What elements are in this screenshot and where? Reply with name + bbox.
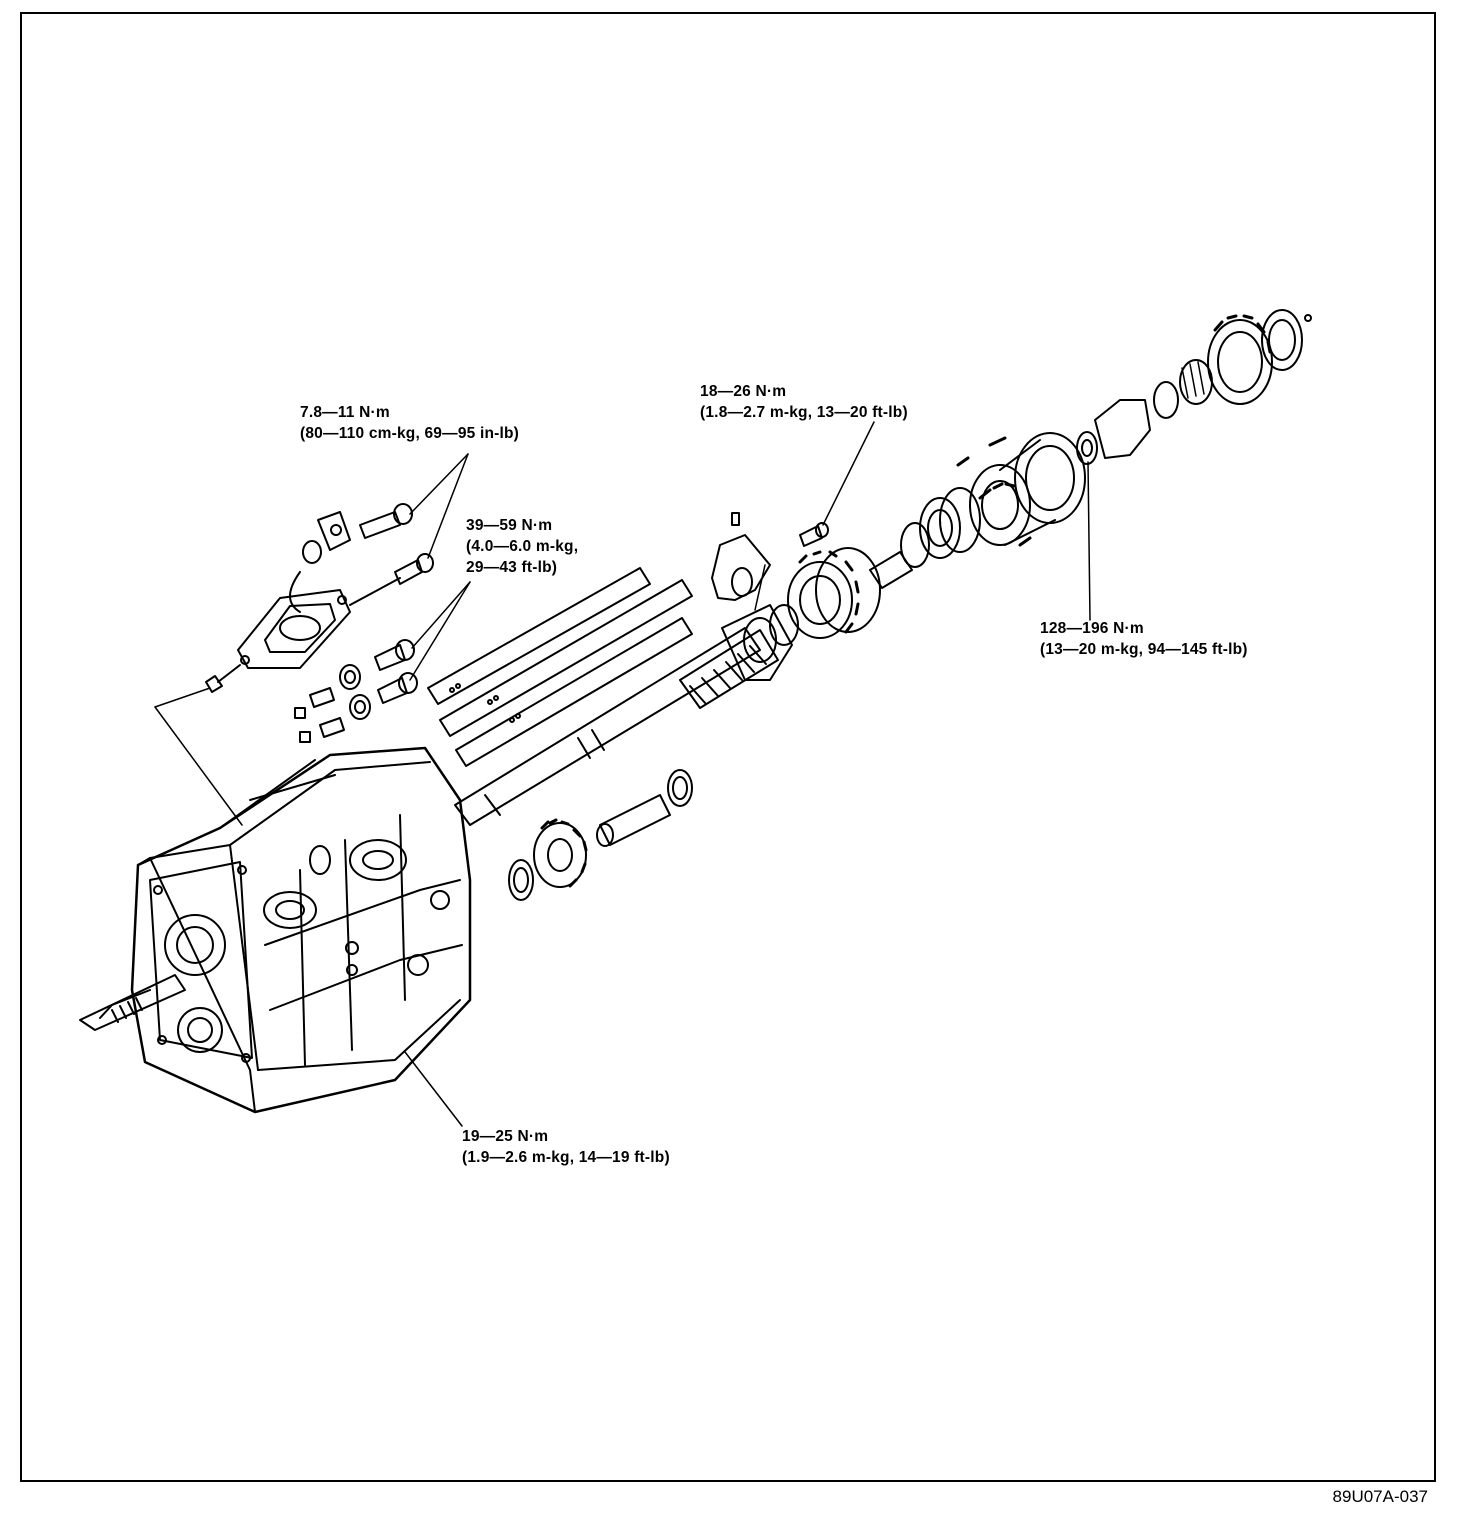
torque-spec-line: (80—110 cm-kg, 69—95 in-lb) — [300, 425, 520, 442]
torque-spec-line: 18—26 N·m — [700, 383, 787, 400]
torque-spec-locknut: 128—196 N·m (13—20 m-kg, 94—145 ft-lb) — [1040, 618, 1248, 660]
torque-spec-line: 7.8—11 N·m — [300, 404, 390, 421]
diagram-frame — [20, 12, 1436, 1482]
counter-gear-parts — [508, 769, 693, 901]
shift-fork — [711, 512, 829, 681]
transmission-case — [130, 746, 472, 1114]
torque-spec-detent-plugs: 39—59 N·m (4.0—6.0 m-kg, 29—43 ft-lb) — [466, 515, 578, 578]
torque-spec-line: (1.9—2.6 m-kg, 14—19 ft-lb) — [462, 1149, 670, 1166]
cover-assembly — [205, 503, 434, 693]
torque-spec-shift-lever-bolts: 7.8—11 N·m (80—110 cm-kg, 69—95 in-lb) — [300, 402, 519, 444]
input-shaft — [79, 974, 186, 1031]
torque-spec-line: 19—25 N·m — [462, 1128, 549, 1145]
main-shaft — [454, 627, 779, 826]
torque-spec-drain-plug: 19—25 N·m (1.9—2.6 m-kg, 14—19 ft-lb) — [462, 1126, 670, 1168]
torque-spec-line: 29—43 ft-lb) — [466, 559, 558, 576]
torque-spec-retainer-bolt: 18—26 N·m (1.8—2.7 m-kg, 13—20 ft-lb) — [700, 381, 908, 423]
torque-spec-line: (13—20 m-kg, 94—145 ft-lb) — [1040, 641, 1248, 658]
torque-spec-line: 39—59 N·m — [466, 517, 553, 534]
detent-parts — [294, 639, 418, 743]
torque-spec-line: 128—196 N·m — [1040, 620, 1144, 637]
figure-id: 89U07A-037 — [1332, 1487, 1428, 1506]
leader-lines — [154, 421, 1091, 1127]
torque-spec-line: (1.8—2.7 m-kg, 13—20 ft-lb) — [700, 404, 908, 421]
shift-rails — [427, 567, 693, 767]
gear-train — [787, 309, 1312, 639]
torque-spec-line: (4.0—6.0 m-kg, — [466, 538, 579, 555]
